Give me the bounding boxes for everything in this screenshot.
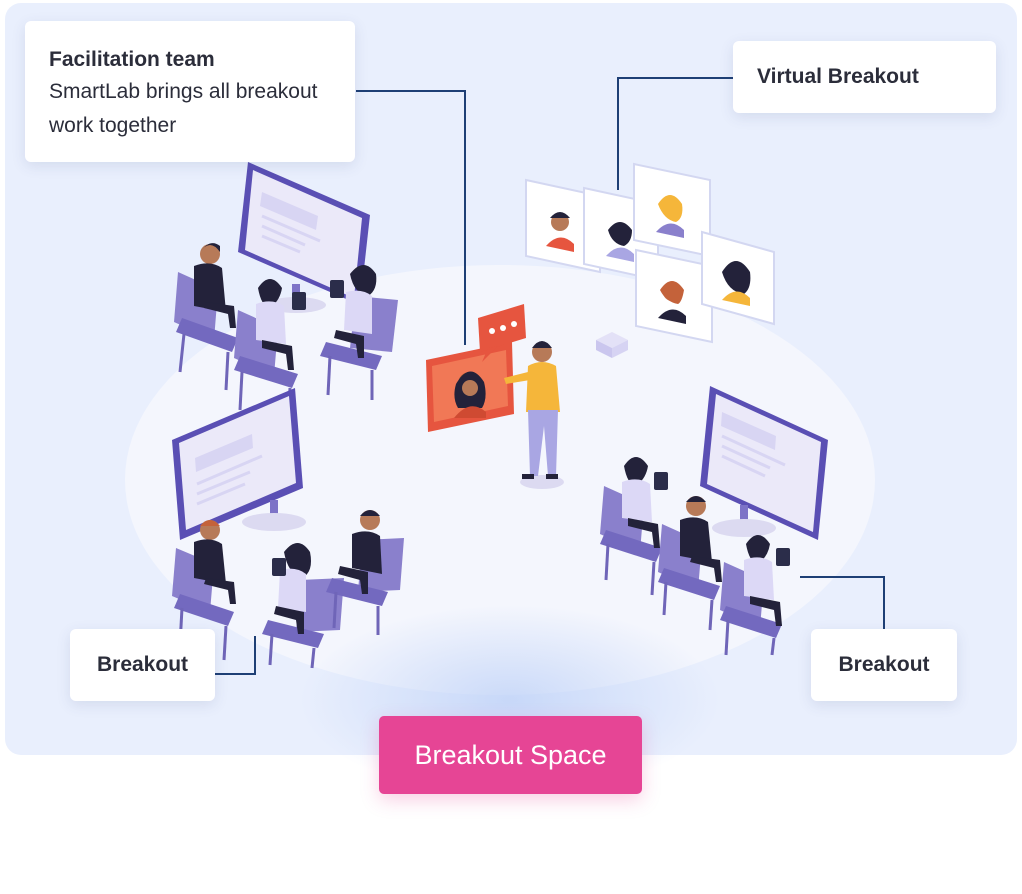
- person-bl-1: [172, 520, 236, 661]
- connector-lines: [215, 77, 885, 675]
- virtual-breakout-label: Virtual Breakout: [733, 41, 996, 113]
- virtual-tiles: [525, 162, 775, 344]
- presenter-person: [504, 341, 560, 479]
- breakout-space-button[interactable]: Breakout Space: [379, 716, 642, 794]
- person-br-1: [600, 457, 668, 596]
- screen-bottom-right: [700, 386, 828, 540]
- screen-bottom-left: [172, 388, 306, 540]
- person-bl-2: [262, 543, 344, 669]
- presenter-area: [426, 304, 628, 489]
- screen-top-left: [238, 162, 370, 313]
- person-br-2: [658, 496, 722, 631]
- person-bl-3: [326, 510, 404, 635]
- connector-facilitation: [356, 90, 466, 345]
- video-tile-4: [635, 248, 713, 344]
- facilitation-team-description: SmartLab brings all breakout work togeth…: [49, 80, 318, 137]
- person-tl-2: [234, 279, 306, 421]
- person-tl-1: [174, 243, 238, 391]
- breakout-label-left: Breakout: [70, 629, 215, 701]
- group-top-left: [174, 162, 398, 421]
- video-tile-5: [701, 230, 775, 326]
- breakout-label-right: Breakout: [811, 629, 957, 701]
- person-br-3: [720, 535, 790, 656]
- facilitation-team-card: Facilitation team SmartLab brings all br…: [25, 21, 355, 162]
- facilitation-team-title: Facilitation team: [49, 48, 215, 71]
- speech-bubble-icon: [478, 304, 526, 362]
- person-tl-3: [320, 265, 398, 400]
- group-bottom-right: [600, 386, 828, 656]
- video-tile-3: [633, 162, 711, 258]
- video-tile-1: [525, 178, 601, 274]
- connector-breakout-left: [215, 636, 256, 675]
- video-call-icon: [426, 342, 514, 432]
- cube-object: [596, 332, 628, 358]
- connector-virtual: [617, 77, 733, 190]
- group-bottom-left: [172, 388, 404, 669]
- connector-breakout-right: [800, 576, 885, 629]
